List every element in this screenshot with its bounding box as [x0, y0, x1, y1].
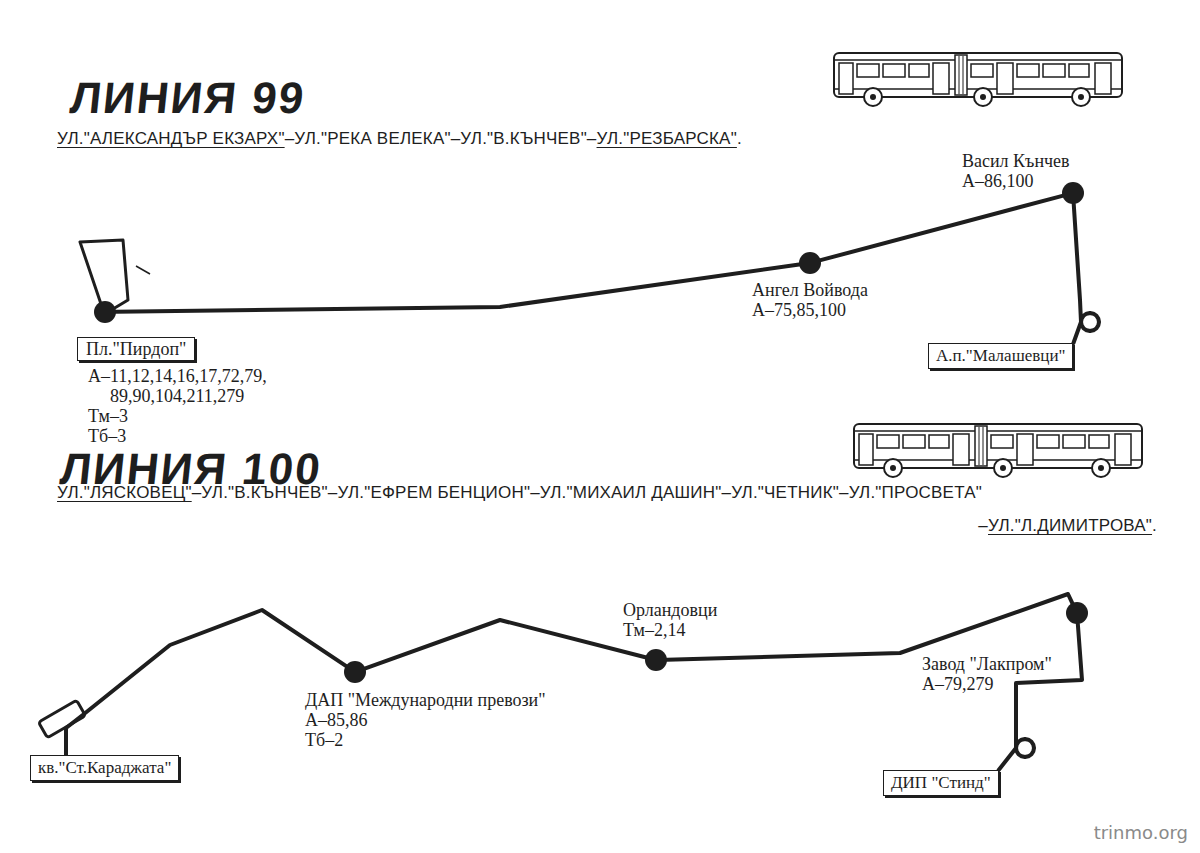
- stop-name: ДАП "Международни превози": [305, 690, 546, 710]
- bus-icon: [834, 53, 1122, 106]
- route-list: Тб–3: [88, 426, 126, 446]
- route-list: А–86,100: [962, 171, 1034, 191]
- stop-dot: [645, 649, 667, 671]
- route-line: [821, 196, 1063, 260]
- route-list: Тб–2: [305, 730, 343, 750]
- watermark-block: trinmo.org: [1094, 822, 1188, 843]
- terminal-box: ДИП "Стинд": [883, 770, 999, 796]
- heading: ЛИНИЯ 99: [68, 74, 308, 122]
- route-line: [667, 594, 1072, 660]
- route-list: Тм–2,14: [623, 620, 685, 640]
- punctuation: .: [1152, 516, 1157, 535]
- route-line: [1073, 204, 1099, 343]
- stop-dot: [344, 661, 366, 683]
- street-name: –: [978, 516, 988, 535]
- route-list: А–85,86: [305, 710, 368, 730]
- watermark: trinmo.org: [1094, 822, 1188, 843]
- stop-dot: [94, 301, 116, 323]
- street-name: УЛ."ЛЯСКОВЕЦ": [57, 483, 192, 502]
- terminal-box: кв."Ст.Караджата": [30, 755, 179, 781]
- terminal-name: А.п."Малашевци": [936, 346, 1065, 365]
- street-name: –УЛ."В.КЪНЧЕВ"–УЛ."ЕФРЕМ БЕНЦИОН"–УЛ."МИ…: [192, 483, 982, 502]
- terminal-loop: [80, 240, 128, 309]
- terminal-name: кв."Ст.Караджата": [38, 758, 171, 777]
- street-name: УЛ."Л.ДИМИТРОВА": [988, 516, 1152, 535]
- terminal-box: А.п."Малашевци": [928, 343, 1073, 369]
- line-title: ЛИНИЯ 99: [68, 73, 308, 122]
- route-list: А–11,12,14,16,17,72,79, 89,90,104,211,27…: [88, 366, 280, 406]
- stop-name: Васил Кънчев: [962, 151, 1070, 171]
- stop-name: Орландовци: [623, 600, 717, 620]
- street-list: –УЛ."Л.ДИМИТРОВА".: [978, 516, 1157, 536]
- route-line: [116, 265, 799, 312]
- route-line: [999, 624, 1082, 770]
- stop-name: Ангел Войвода: [752, 280, 868, 300]
- punctuation: .: [737, 129, 742, 148]
- route-list: А–79,279: [922, 674, 994, 694]
- terminal-name: ДИП "Стинд": [891, 773, 991, 792]
- stop-dot: [799, 252, 821, 274]
- bus-icon: [854, 424, 1142, 477]
- route-line: [66, 610, 346, 755]
- street-list: УЛ."АЛЕКСАНДЪР ЕКЗАРХ"–УЛ."РЕКА ВЕЛЕКА"–…: [57, 129, 742, 149]
- tick-mark: [136, 266, 150, 274]
- street-name: УЛ."РЕЗБАРСКА": [597, 129, 737, 148]
- stop-dot: [1066, 602, 1088, 624]
- street-name: УЛ."АЛЕКСАНДЪР ЕКЗАРХ": [57, 129, 285, 148]
- street-name: –УЛ."РЕКА ВЕЛЕКА"–УЛ."В.КЪНЧЕВ"–: [285, 129, 597, 148]
- route-line: [365, 620, 645, 668]
- street-list: УЛ."ЛЯСКОВЕЦ"–УЛ."В.КЪНЧЕВ"–УЛ."ЕФРЕМ БЕ…: [57, 483, 982, 503]
- route-list: А–75,85,100: [752, 300, 846, 320]
- route-list: Тм–3: [88, 406, 128, 426]
- terminal-name: Пл."Пирдоп": [77, 337, 195, 361]
- stop-dot: [1062, 182, 1084, 204]
- stop-name: Завод "Лакпром": [922, 654, 1052, 674]
